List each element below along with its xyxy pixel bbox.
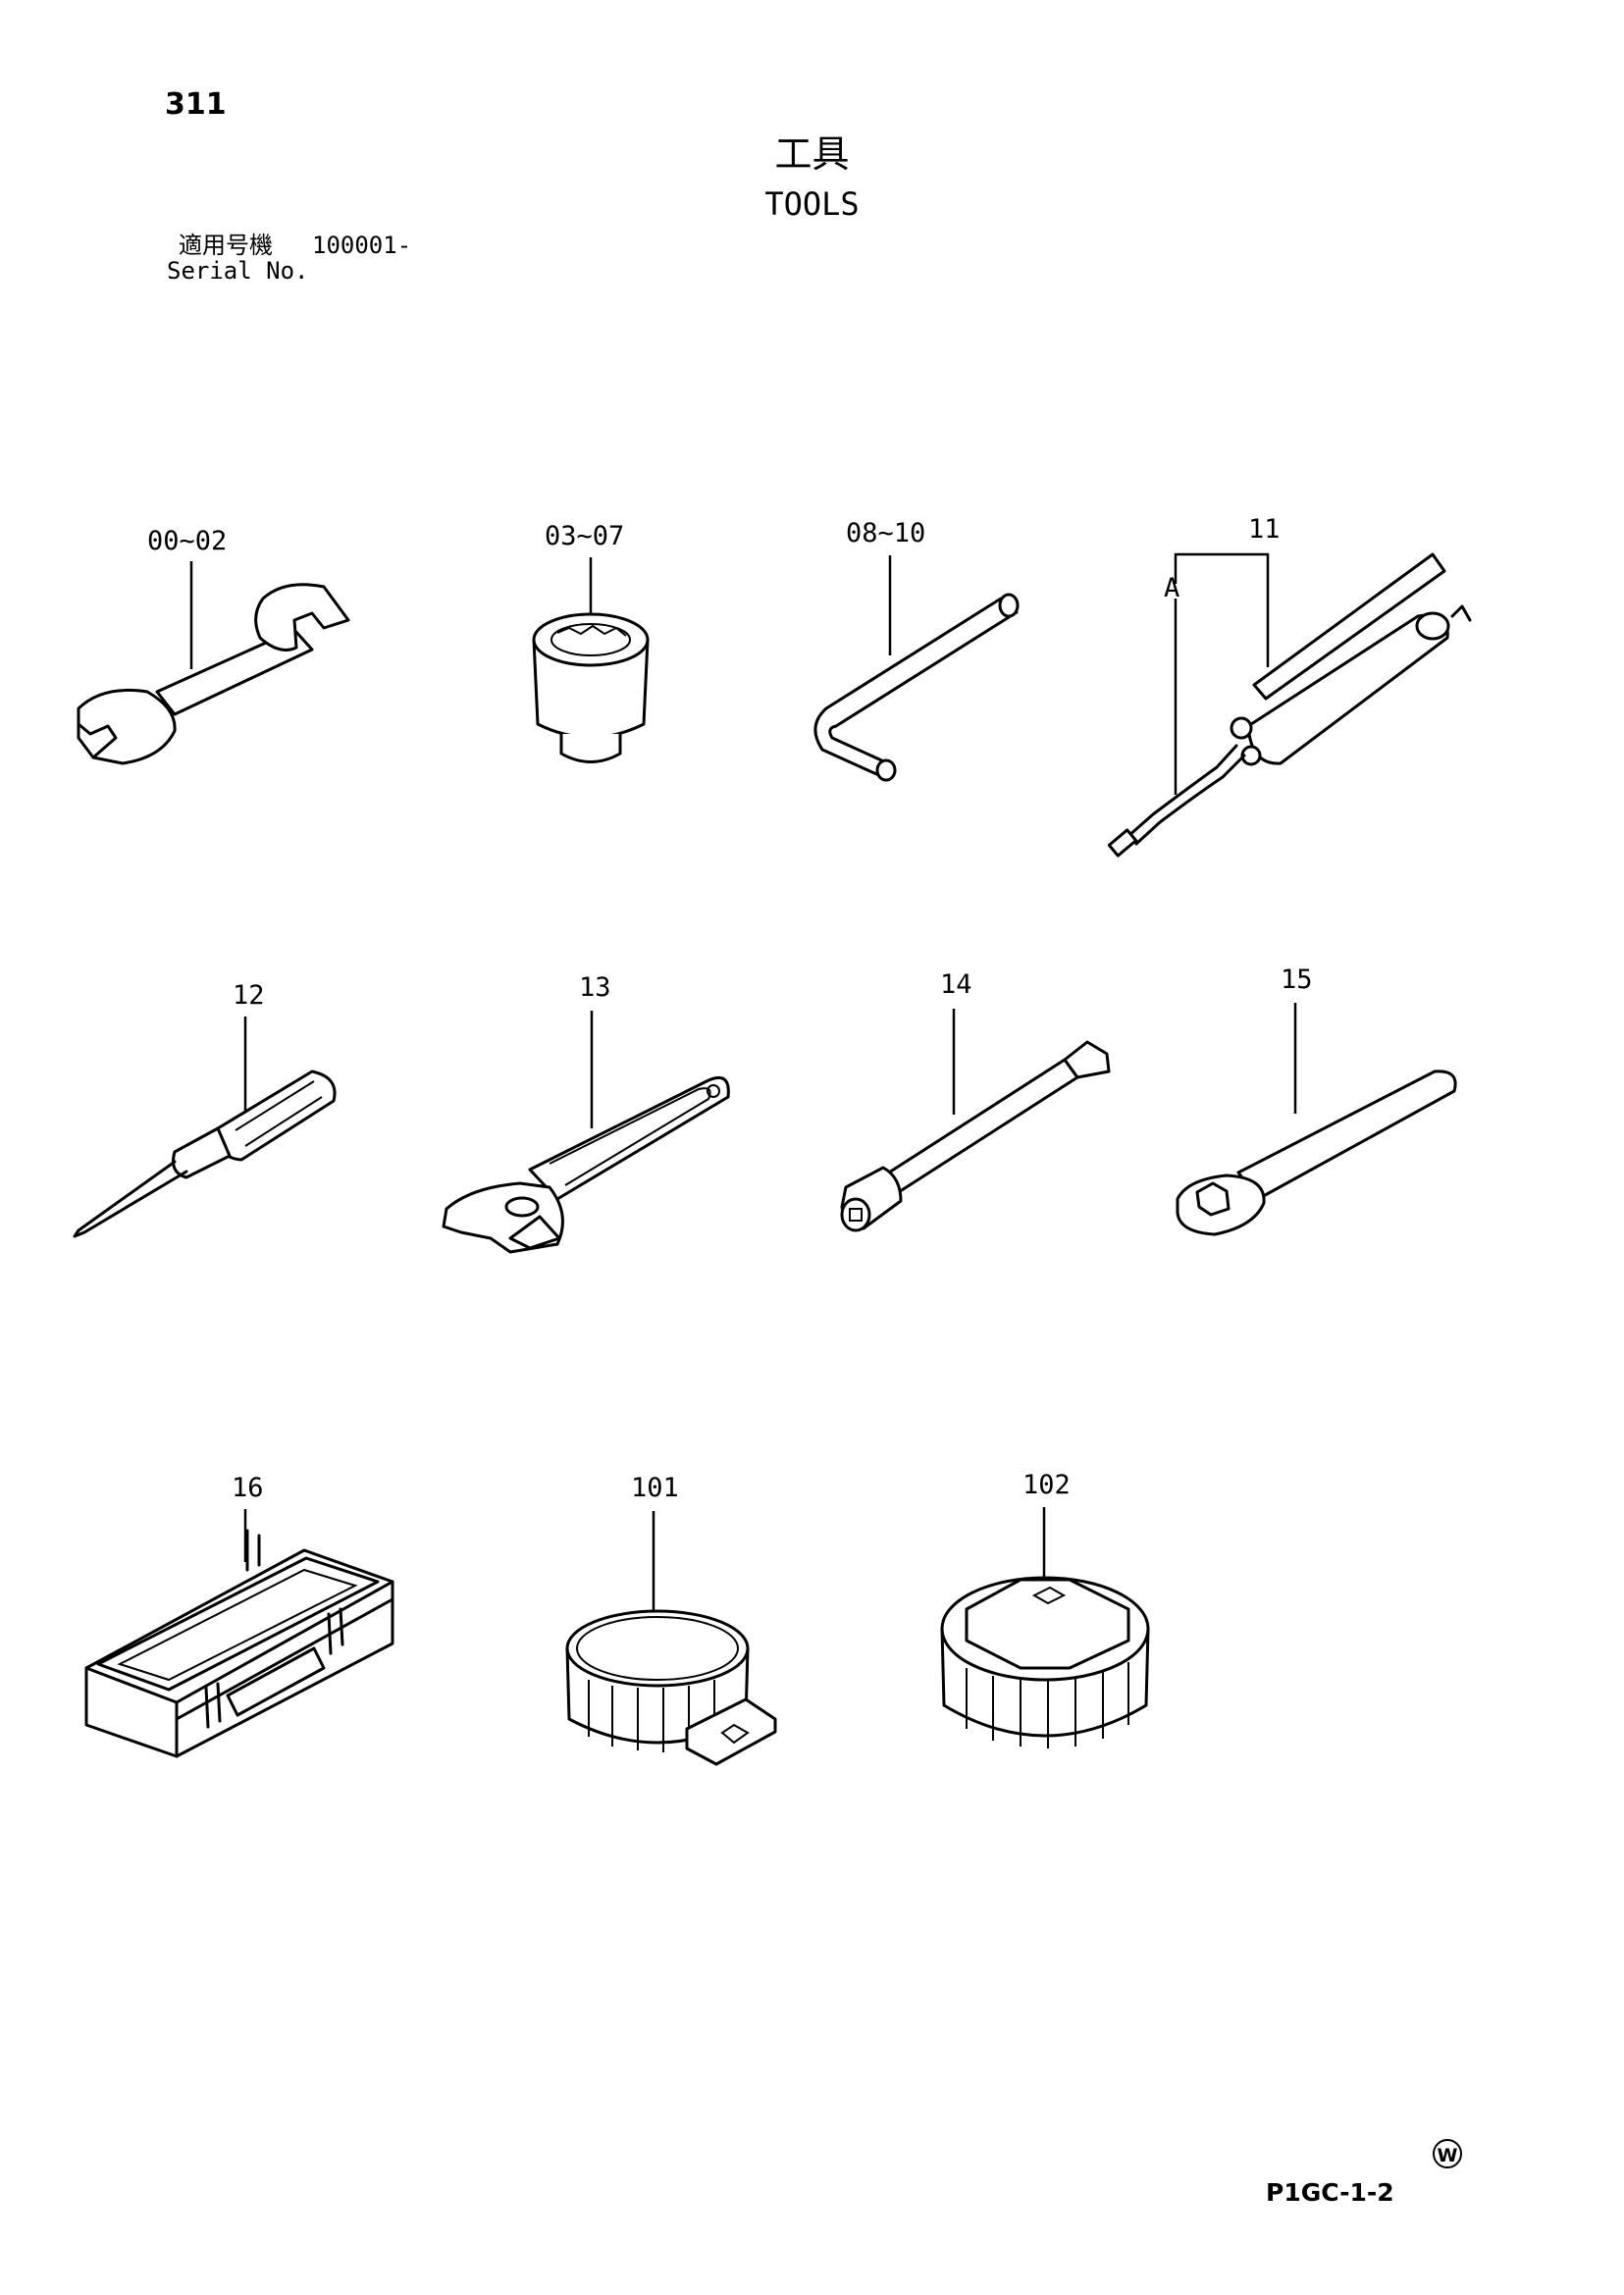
callout-label-grease-gun: 11 — [1248, 514, 1281, 545]
callout-label-filter-wrench-band: 101 — [631, 1473, 679, 1503]
page-title-english: TOOLS — [764, 185, 860, 223]
callout-label-filter-wrench-cap: 102 — [1022, 1470, 1071, 1500]
callout-label-wrench: 00~02 — [147, 526, 227, 556]
callout-sublabel-a: A — [1164, 573, 1179, 603]
grease-gun-figure[interactable]: 11 A — [1107, 514, 1472, 858]
extension-bar-figure[interactable]: 14 — [840, 969, 1111, 1232]
callout-label-ratchet-handle: 15 — [1281, 965, 1313, 995]
leader-line — [1174, 552, 1270, 667]
callout-label-socket: 03~07 — [545, 521, 624, 551]
filter-wrench-cap-figure[interactable]: 102 — [940, 1470, 1150, 1748]
callout-label-tool-box: 16 — [232, 1473, 264, 1503]
drawing-code: P1GC-1-2 — [1266, 2178, 1394, 2207]
hex-key-figure[interactable]: 08~10 — [813, 518, 1020, 782]
adjustable-wrench-figure[interactable]: 13 — [442, 972, 730, 1254]
page-number: 311 — [165, 87, 227, 122]
callout-label-extension-bar: 14 — [940, 969, 972, 1000]
serial-label-japanese: 適用号機 — [179, 232, 273, 259]
serial-label-english: Serial No. — [167, 257, 309, 285]
callout-label-adjustable-wrench: 13 — [579, 972, 611, 1003]
screwdriver-figure[interactable]: 12 — [73, 980, 337, 1238]
ratchet-handle-figure[interactable]: 15 — [1176, 965, 1457, 1236]
callout-label-screwdriver: 12 — [233, 980, 265, 1011]
manufacturer-mark: W — [1433, 2139, 1462, 2168]
filter-wrench-band-figure[interactable]: 101 — [565, 1473, 777, 1766]
open-end-wrench-figure[interactable]: 00~02 — [77, 526, 350, 765]
serial-number-value: 100001- — [312, 232, 412, 259]
socket-figure[interactable]: 03~07 — [532, 521, 650, 763]
tool-box-figure[interactable]: 16 — [84, 1473, 394, 1758]
page-title-japanese: 工具 — [774, 132, 850, 176]
callout-label-hex-key: 08~10 — [846, 518, 925, 548]
